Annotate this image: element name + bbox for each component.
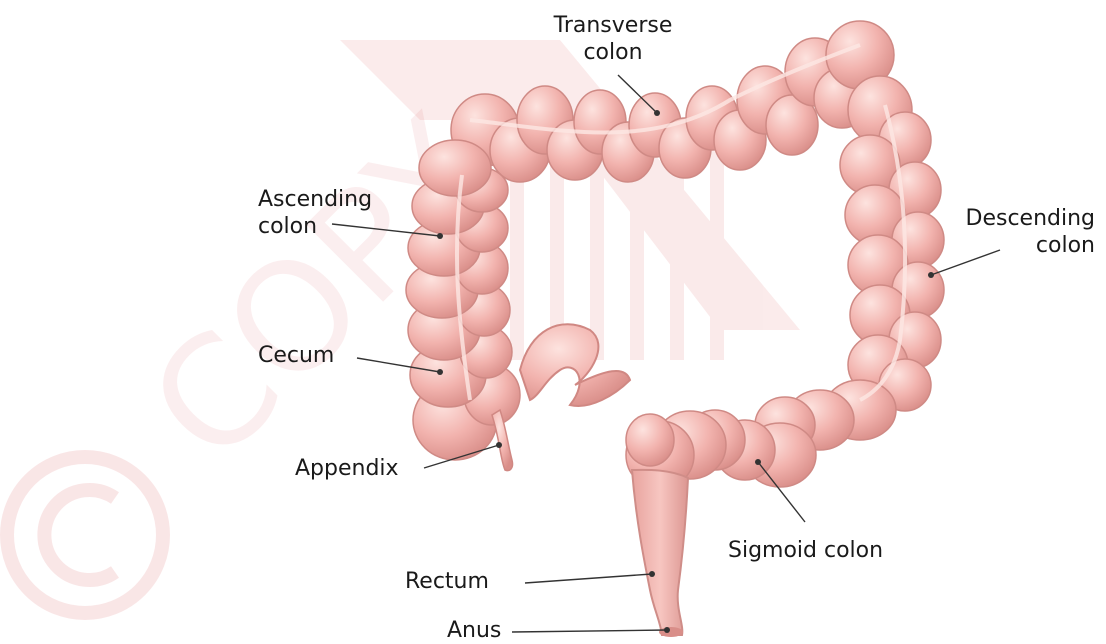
label-descending-colon-line2: colon [935, 232, 1095, 259]
label-sigmoid-colon: Sigmoid colon [728, 537, 883, 564]
label-ascending-colon-line1: Ascending [258, 186, 372, 213]
label-ascending-colon-line2: colon [258, 213, 372, 240]
anus-shape [659, 627, 683, 637]
leader-dot-descending [928, 272, 934, 278]
leader-dot-appendix [496, 442, 502, 448]
leader-dot-anus [664, 627, 670, 633]
leader-dot-transverse [654, 110, 660, 116]
watermark-copyright-icon [7, 457, 163, 613]
leader-dot-cecum [437, 369, 443, 375]
label-transverse-colon-line2: colon [528, 39, 698, 66]
small-intestine-stub [520, 324, 630, 406]
leader-dot-rectum [649, 571, 655, 577]
label-transverse-colon-line1: Transverse [528, 12, 698, 39]
label-descending-colon: Descending colon [935, 205, 1095, 259]
label-ascending-colon: Ascending colon [258, 186, 372, 240]
rectum-shape [632, 470, 688, 635]
leader-dot-ascending [437, 233, 443, 239]
ascending-colon-haustrum [419, 140, 491, 196]
label-descending-colon-line1: Descending [935, 205, 1095, 232]
label-appendix: Appendix [295, 455, 399, 482]
ascending-colon-shape [406, 140, 520, 460]
label-transverse-colon: Transverse colon [528, 12, 698, 66]
label-rectum: Rectum [405, 568, 489, 595]
sigmoid-colon-haustrum [626, 414, 674, 466]
leader-dot-sigmoid [755, 459, 761, 465]
leader-line-anus [512, 630, 667, 632]
label-cecum: Cecum [258, 342, 334, 369]
leader-line-rectum [525, 574, 652, 583]
